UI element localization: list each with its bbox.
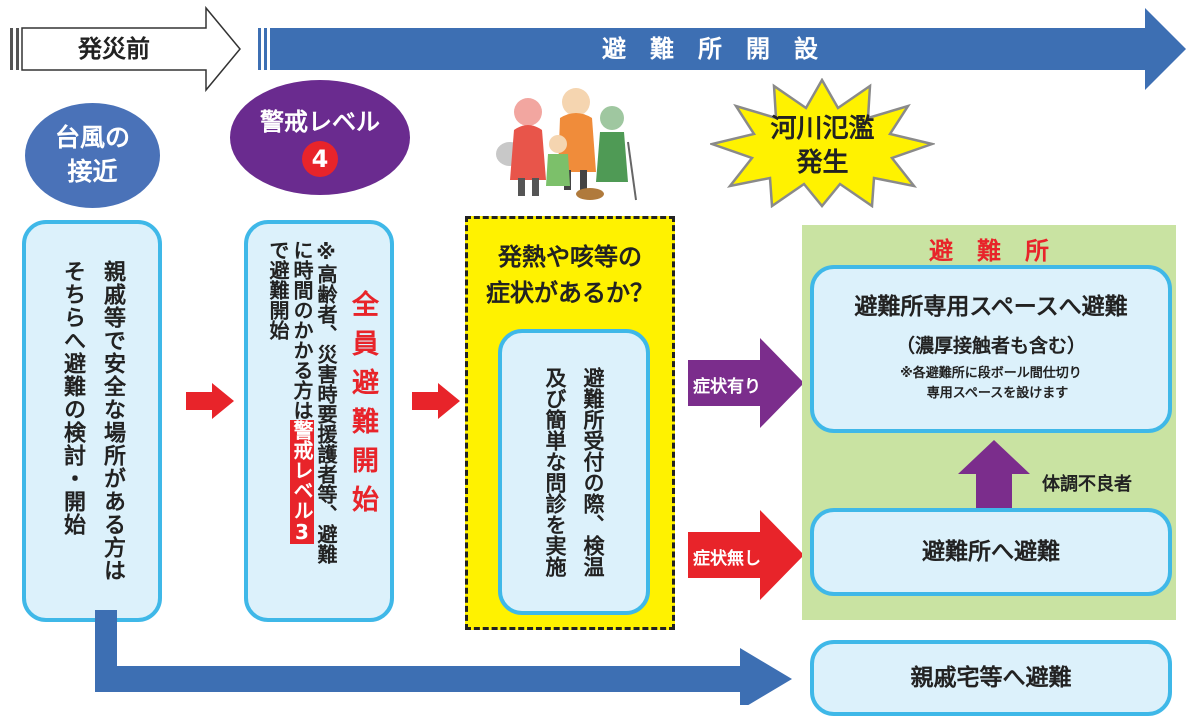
special-space-title: 避難所専用スペースへ避難 [854, 294, 1128, 320]
alert-level-label: 警戒レベル [260, 108, 380, 136]
timeline-arrows [10, 5, 1186, 93]
vulnerable-note: ※高齢者、災害時要援護者等、避難 に時間のかかる方は警戒レベル3 で避難開始 [266, 240, 338, 564]
reception-text: 避難所受付の際、検温 及び簡単な問診を実施 [543, 367, 605, 577]
shelter-open-label: 避 難 所 開 設 [602, 35, 818, 63]
symptom-yes-arrow [688, 338, 804, 428]
alert-level-3-highlight: 警戒レベル3 [290, 420, 314, 544]
all-evacuation-box: ※高齢者、災害時要援護者等、避難 に時間のかかる方は警戒レベル3 で避難開始 全… [244, 220, 394, 622]
special-space-note: ※各避難所に段ボール間仕切り 専用スペースを設けます [900, 366, 1082, 401]
symptom-question: 発熱や咳等の 症状があるか？ [486, 243, 654, 307]
relatives-evacuation-text: 親戚等で安全な場所がある方は そちらへ避難の検討・開始 [60, 260, 125, 582]
symptom-no-arrow [688, 510, 804, 600]
river-flood-label: 河川氾濫 発生 [770, 114, 875, 178]
note-line-3: で避難開始 [266, 240, 290, 340]
evacuees-illustration [496, 88, 637, 201]
alert-level-4-badge: 警戒レベル 4 [230, 80, 410, 195]
relatives-home-box: 親戚宅等へ避難 [810, 640, 1172, 716]
all-evacuation-start: 全員避難開始 [347, 290, 378, 524]
unwell-label: 体調不良者 [1042, 474, 1132, 495]
unwell-up-arrow [958, 440, 1030, 508]
alert-level-number: 4 [302, 141, 338, 177]
symptom-yes-label: 症状有り [693, 377, 761, 397]
typhoon-approach-badge: 台風の 接近 [25, 103, 160, 208]
reception-box: 避難所受付の際、検温 及び簡単な問診を実施 [498, 329, 650, 615]
note-line-1: ※高齢者、災害時要援護者等、避難 [314, 240, 338, 564]
relatives-evacuation-box: 親戚等で安全な場所がある方は そちらへ避難の検討・開始 [22, 220, 162, 622]
symptom-no-label: 症状無し [693, 549, 761, 569]
special-space-subtitle: （濃厚接触者も含む） [895, 335, 1086, 357]
symptom-check-area: 発熱や咳等の 症状があるか？ 避難所受付の際、検温 及び簡単な問診を実施 [465, 216, 675, 630]
special-space-box: 避難所専用スペースへ避難 （濃厚接触者も含む） ※各避難所に段ボール間仕切り 専… [810, 265, 1172, 433]
note-line-2: に時間のかかる方は [290, 240, 314, 420]
normal-shelter-box: 避難所へ避難 [810, 508, 1172, 596]
flow-arrow-1 [186, 383, 234, 419]
relatives-route-arrow [95, 610, 792, 705]
shelter-title: 避 難 所 [929, 237, 1049, 265]
flow-arrow-2 [412, 383, 460, 419]
flood-starburst [710, 78, 935, 208]
before-disaster-label: 発災前 [78, 35, 150, 63]
